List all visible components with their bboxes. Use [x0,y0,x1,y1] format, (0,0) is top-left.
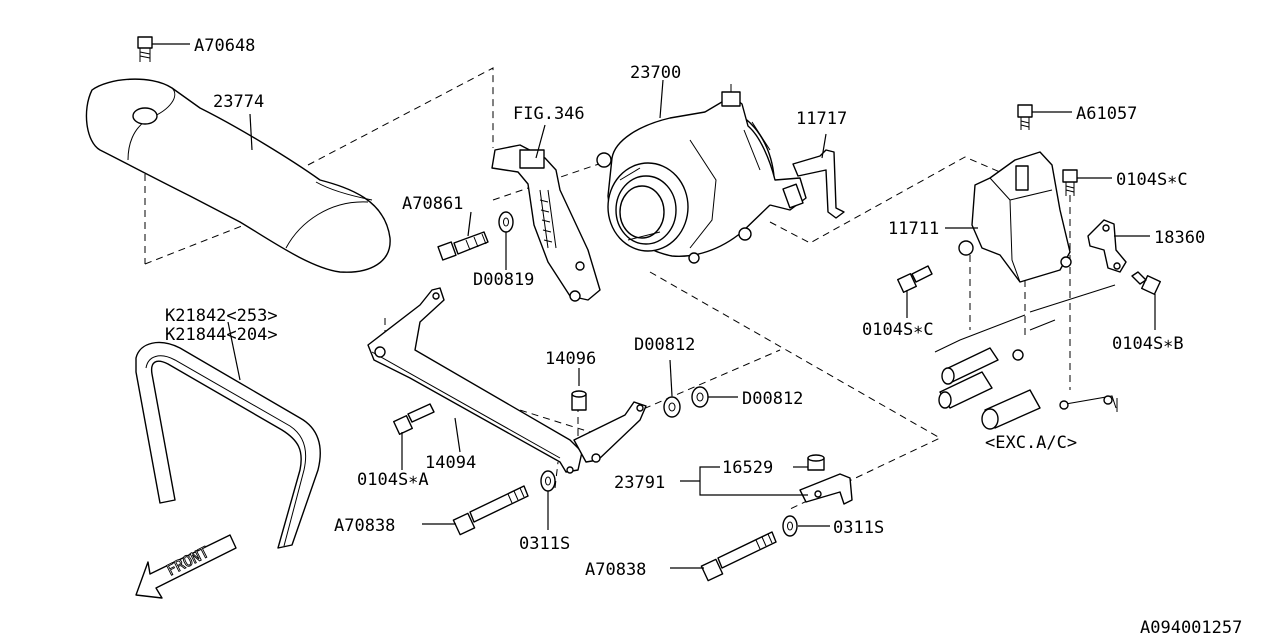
label-a61057: A61057 [1076,104,1137,124]
bolt-0104s-b[interactable] [1131,271,1162,330]
callout-labels: A70648 23774 23700 FIG.346 11717 A61057 … [163,36,1242,638]
label-a70861: A70861 [402,194,463,214]
adjusting-bar-14094[interactable] [367,287,647,474]
label-23700: 23700 [630,63,681,83]
label-0104s-b: 0104S∗B [1112,334,1184,354]
label-a70648: A70648 [194,36,255,56]
bolt-a70648[interactable] [137,36,190,62]
bracket-11717[interactable] [792,133,845,219]
bracket-18360[interactable] [1087,219,1150,273]
label-0104s-c-top: 0104S∗C [1116,170,1188,190]
label-a70838-bottom: A70838 [585,560,646,580]
bolt-a70861[interactable] [437,211,489,261]
label-16529: 16529 [722,458,773,478]
washer-d00812-a[interactable] [663,359,681,418]
label-23791: 23791 [614,473,665,493]
label-14096: 14096 [545,349,596,369]
label-fig346: FIG.346 [513,104,585,124]
nut-16529[interactable] [793,454,825,471]
spacer-14096[interactable] [571,368,587,411]
label-k21844: K21844<204> [165,325,278,345]
belt-cover-23774[interactable] [85,78,391,273]
bolt-0104s-c-top[interactable] [1062,169,1112,196]
bolt-a61057[interactable] [1017,104,1072,130]
label-11711: 11711 [888,219,939,239]
bolt-0104s-c-left[interactable] [896,265,933,318]
bracket-23791[interactable] [680,466,853,505]
label-d00812-right: D00812 [742,389,803,409]
label-d00812-top: D00812 [634,335,695,355]
label-d00819: D00819 [473,270,534,290]
bracket-11711[interactable] [945,151,1072,283]
label-23774: 23774 [213,92,264,112]
label-0311s-right: 0311S [833,518,884,538]
washer-0311s-right[interactable] [782,515,830,537]
front-arrow [135,534,237,599]
bolt-0104s-a[interactable] [392,403,435,470]
bolt-a70838-left[interactable] [422,485,529,536]
drive-belt[interactable] [135,321,321,549]
bolt-a70838-bottom[interactable] [670,531,777,582]
label-diagram-id: A094001257 [1140,618,1242,638]
label-0311s-left: 0311S [519,534,570,554]
adjuster-bracket[interactable] [491,124,601,302]
alternator-23700[interactable] [596,79,807,264]
exc-ac-subassembly[interactable] [934,284,1118,430]
label-0104s-a: 0104S∗A [357,470,429,490]
washer-0311s-left[interactable] [540,470,556,530]
label-0104s-c-left: 0104S∗C [862,320,934,340]
label-14094: 14094 [425,453,476,473]
label-k21842: K21842<253> [165,306,278,326]
label-front: FRONT [164,543,212,580]
washer-d00819[interactable] [498,211,514,270]
label-a70838-left: A70838 [334,516,395,536]
label-exc-ac: <EXC.A/C> [985,433,1077,453]
label-11717: 11717 [796,109,847,129]
label-18360: 18360 [1154,228,1205,248]
washer-d00812-b[interactable] [691,386,738,408]
